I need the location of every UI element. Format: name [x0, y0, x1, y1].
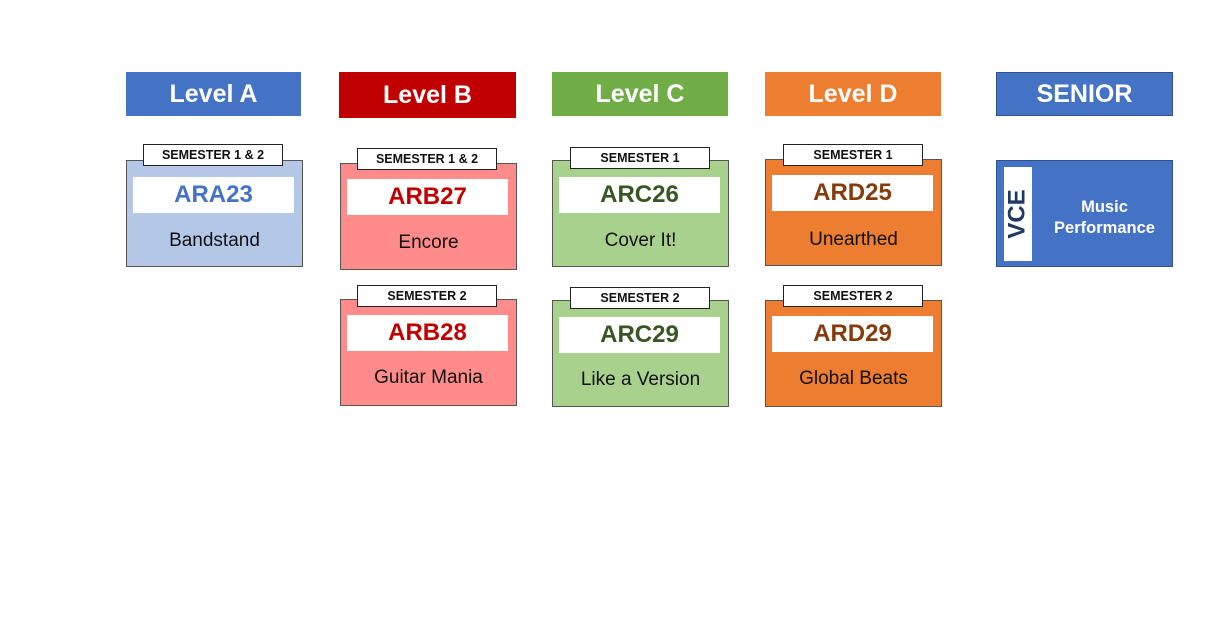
course-card-ard25: ARD25 Unearthed: [765, 159, 942, 266]
course-card-arb27: ARB27 Encore: [340, 163, 517, 270]
course-name: Global Beats: [799, 368, 908, 389]
header-level-c: Level C: [552, 72, 728, 116]
course-name: Like a Version: [580, 369, 701, 390]
header-level-d-label: Level D: [808, 79, 898, 108]
course-code-box: ARD25: [772, 175, 933, 211]
course-card-ara23: ARA23 Bandstand: [126, 160, 303, 267]
course-code: ARD29: [813, 320, 892, 347]
course-code-box: ARD29: [772, 316, 933, 352]
course-code: ARA23: [174, 181, 253, 208]
course-name: Encore: [398, 232, 459, 253]
course-name: Unearthed: [809, 229, 898, 250]
header-level-a-label: Level A: [169, 79, 258, 108]
course-code-box: ARC29: [559, 317, 720, 353]
course-code: ARB27: [388, 183, 467, 210]
semester-tag-ard29: SEMESTER 2: [783, 285, 923, 307]
header-level-a: Level A: [126, 72, 301, 116]
semester-tag-arc26: SEMESTER 1: [570, 147, 710, 169]
vce-title-line2: Performance: [1054, 219, 1155, 237]
semester-tag-arb27: SEMESTER 1 & 2: [357, 148, 497, 170]
course-code: ARB28: [388, 319, 467, 346]
course-code: ARC29: [600, 321, 679, 348]
course-code-box: ARB27: [347, 179, 508, 215]
course-code: ARC26: [600, 181, 679, 208]
course-card-ard29: ARD29 Global Beats: [765, 300, 942, 407]
semester-tag-arc29: SEMESTER 2: [570, 287, 710, 309]
vce-strip: VCE: [1004, 167, 1032, 261]
course-name: Cover It!: [604, 230, 677, 251]
header-level-b: Level B: [339, 72, 516, 118]
semester-tag-ara23: SEMESTER 1 & 2: [143, 144, 283, 166]
semester-tag-arb28: SEMESTER 2: [357, 285, 497, 307]
semester-tag-ard25: SEMESTER 1: [783, 144, 923, 166]
course-code-box: ARA23: [133, 177, 294, 213]
vce-title-line1: Music: [1081, 198, 1128, 216]
course-name: Bandstand: [169, 230, 260, 251]
course-card-arc26: ARC26 Cover It!: [552, 160, 729, 267]
course-code: ARD25: [813, 179, 892, 206]
course-code-box: ARB28: [347, 315, 508, 351]
header-level-c-label: Level C: [595, 79, 685, 108]
header-level-b-label: Level B: [383, 80, 472, 109]
course-code-box: ARC26: [559, 177, 720, 213]
vce-label: VCE: [1004, 189, 1032, 239]
header-level-d: Level D: [765, 72, 941, 116]
vce-title: Music Performance: [1041, 197, 1168, 239]
header-senior-label: SENIOR: [1036, 79, 1133, 108]
header-senior: SENIOR: [996, 72, 1173, 116]
course-card-arb28: ARB28 Guitar Mania: [340, 299, 517, 406]
course-card-arc29: ARC29 Like a Version: [552, 300, 729, 407]
vce-card: VCE Music Performance: [996, 160, 1173, 267]
course-name: Guitar Mania: [374, 367, 483, 388]
